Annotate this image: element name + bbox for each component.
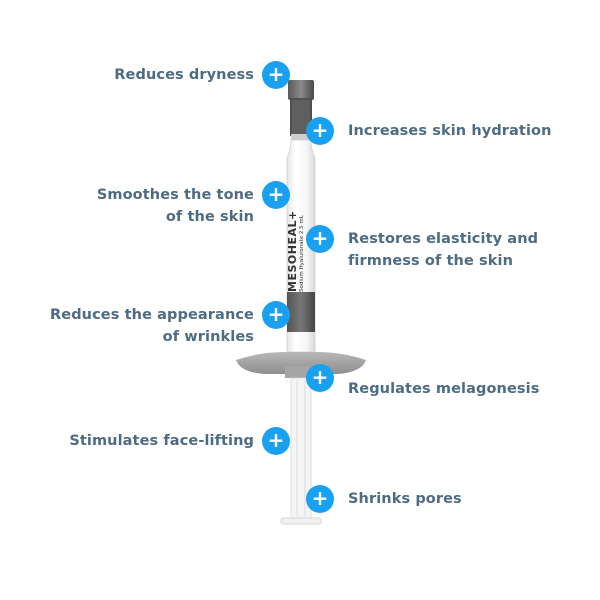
benefit-label-melagonesis: Regulates melagonesis [348, 381, 540, 397]
plus-icon[interactable]: + [262, 61, 290, 89]
benefit-label-smoothes-tone: Smoothes the tone of the skin [96, 187, 254, 225]
benefit-label-face-lifting: Stimulates face-lifting [69, 433, 254, 449]
product-brand: MESOHEAL+ Sodium Hyaluronate 2.5 mL [286, 210, 306, 292]
syringe-plunger [280, 377, 322, 525]
syringe-flange [236, 352, 366, 378]
plus-icon[interactable]: + [306, 117, 334, 145]
plus-icon[interactable]: + [306, 485, 334, 513]
brand-subtitle: Sodium Hyaluronate 2.5 mL [299, 215, 305, 292]
brand-name: MESOHEAL+ [286, 210, 299, 292]
plus-icon[interactable]: + [262, 301, 290, 329]
benefit-label-reduces-dryness: Reduces dryness [114, 67, 254, 83]
plus-icon[interactable]: + [262, 427, 290, 455]
plus-icon[interactable]: + [306, 225, 334, 253]
benefit-label-elasticity: Restores elasticity and firmness of the … [348, 231, 539, 269]
benefit-label-reduces-wrinkles: Reduces the appearance of wrinkles [50, 307, 254, 345]
syringe-barrel [286, 139, 316, 353]
plus-icon[interactable]: + [262, 181, 290, 209]
benefit-label-skin-hydration: Increases skin hydration [348, 123, 552, 139]
plus-icon[interactable]: + [306, 364, 334, 392]
benefit-label-shrinks-pores: Shrinks pores [348, 491, 462, 507]
